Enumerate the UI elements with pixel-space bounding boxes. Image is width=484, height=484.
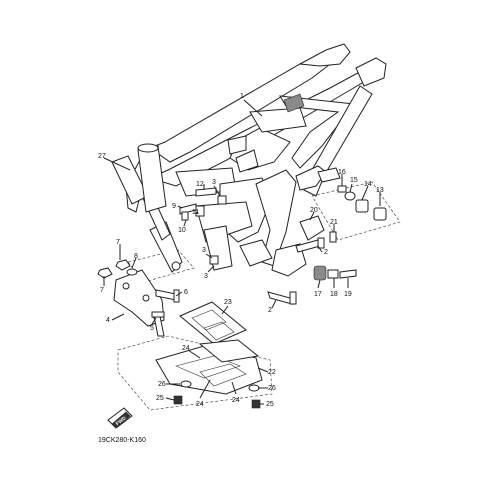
callout-24: 24 <box>182 345 190 352</box>
callout-26: 26 <box>158 381 166 388</box>
callout-7: 7 <box>116 239 120 246</box>
forward-arrow-icon: FWD <box>107 407 133 429</box>
callout-11: 11 <box>192 209 199 216</box>
callout-21: 21 <box>330 219 338 226</box>
washer-26b <box>248 384 260 392</box>
callout-1: 1 <box>240 93 244 100</box>
callout-22: 22 <box>268 369 276 376</box>
callout-2: 2 <box>324 249 328 256</box>
callout-24: 24 <box>232 397 240 404</box>
bolt-25b <box>251 399 261 409</box>
washer-8 <box>126 268 138 276</box>
bolt-25a <box>173 395 183 405</box>
callout-labels: 1 2 2 3 3 3 4 5 6 7 7 8 9 10 11 12 13 14… <box>98 93 384 408</box>
bolt-5 <box>151 311 165 337</box>
callout-2: 2 <box>268 307 272 314</box>
reference-box-bottom <box>117 335 273 411</box>
nut-7b <box>97 267 113 279</box>
bolt-21 <box>329 231 337 243</box>
callout-17: 17 <box>314 291 322 298</box>
washer-26a <box>180 380 192 388</box>
reference-box-right <box>311 181 401 241</box>
callout-20: 20 <box>310 207 318 214</box>
washer-15 <box>344 191 356 201</box>
bushing-17 <box>313 265 327 281</box>
callout-7: 7 <box>100 287 104 294</box>
callout-3: 3 <box>204 273 208 280</box>
svg-text:FWD: FWD <box>115 415 128 427</box>
diagram-code: 19CK280-K160 <box>98 437 146 444</box>
bolt-12 <box>195 187 217 197</box>
callout-3: 3 <box>202 247 206 254</box>
bolt-16 <box>337 185 347 193</box>
callout-15: 15 <box>350 177 358 184</box>
bolt-3-b <box>217 195 227 205</box>
callout-14: 14 <box>364 181 372 188</box>
leader-lines <box>103 99 381 405</box>
pin-19 <box>339 269 357 279</box>
callout-26: 26 <box>268 385 276 392</box>
callout-13: 13 <box>376 187 384 194</box>
callout-12: 12 <box>196 181 204 188</box>
bolt-2-upper <box>295 237 325 253</box>
callout-16: 16 <box>338 169 346 176</box>
callout-5: 5 <box>150 325 154 332</box>
callout-4: 4 <box>106 317 110 324</box>
callout-25: 25 <box>156 395 164 402</box>
callout-8: 8 <box>134 253 138 260</box>
bolt-3-a <box>209 255 219 265</box>
callout-24: 24 <box>196 401 204 408</box>
bracket-20 <box>299 215 325 241</box>
collar-11 <box>195 205 205 217</box>
callout-23: 23 <box>224 299 232 306</box>
callout-27: 27 <box>98 153 106 160</box>
fasteners <box>97 185 387 409</box>
callout-19: 19 <box>344 291 352 298</box>
callout-18: 18 <box>330 291 338 298</box>
callout-6: 6 <box>184 289 188 296</box>
collar-18 <box>327 269 339 279</box>
main-frame <box>125 43 387 277</box>
damper-14 <box>355 199 369 213</box>
callout-25: 25 <box>266 401 274 408</box>
head-pipe-cover <box>111 143 167 213</box>
skid-plate-upper <box>179 301 247 345</box>
bolt-10 <box>181 211 189 221</box>
skid-plate-lower <box>155 339 263 395</box>
callout-10: 10 <box>178 227 186 234</box>
nut-7a <box>115 259 131 271</box>
callout-3: 3 <box>212 179 216 186</box>
bolt-2-lower <box>267 291 297 305</box>
callout-9: 9 <box>172 203 176 210</box>
damper-13 <box>373 207 387 221</box>
